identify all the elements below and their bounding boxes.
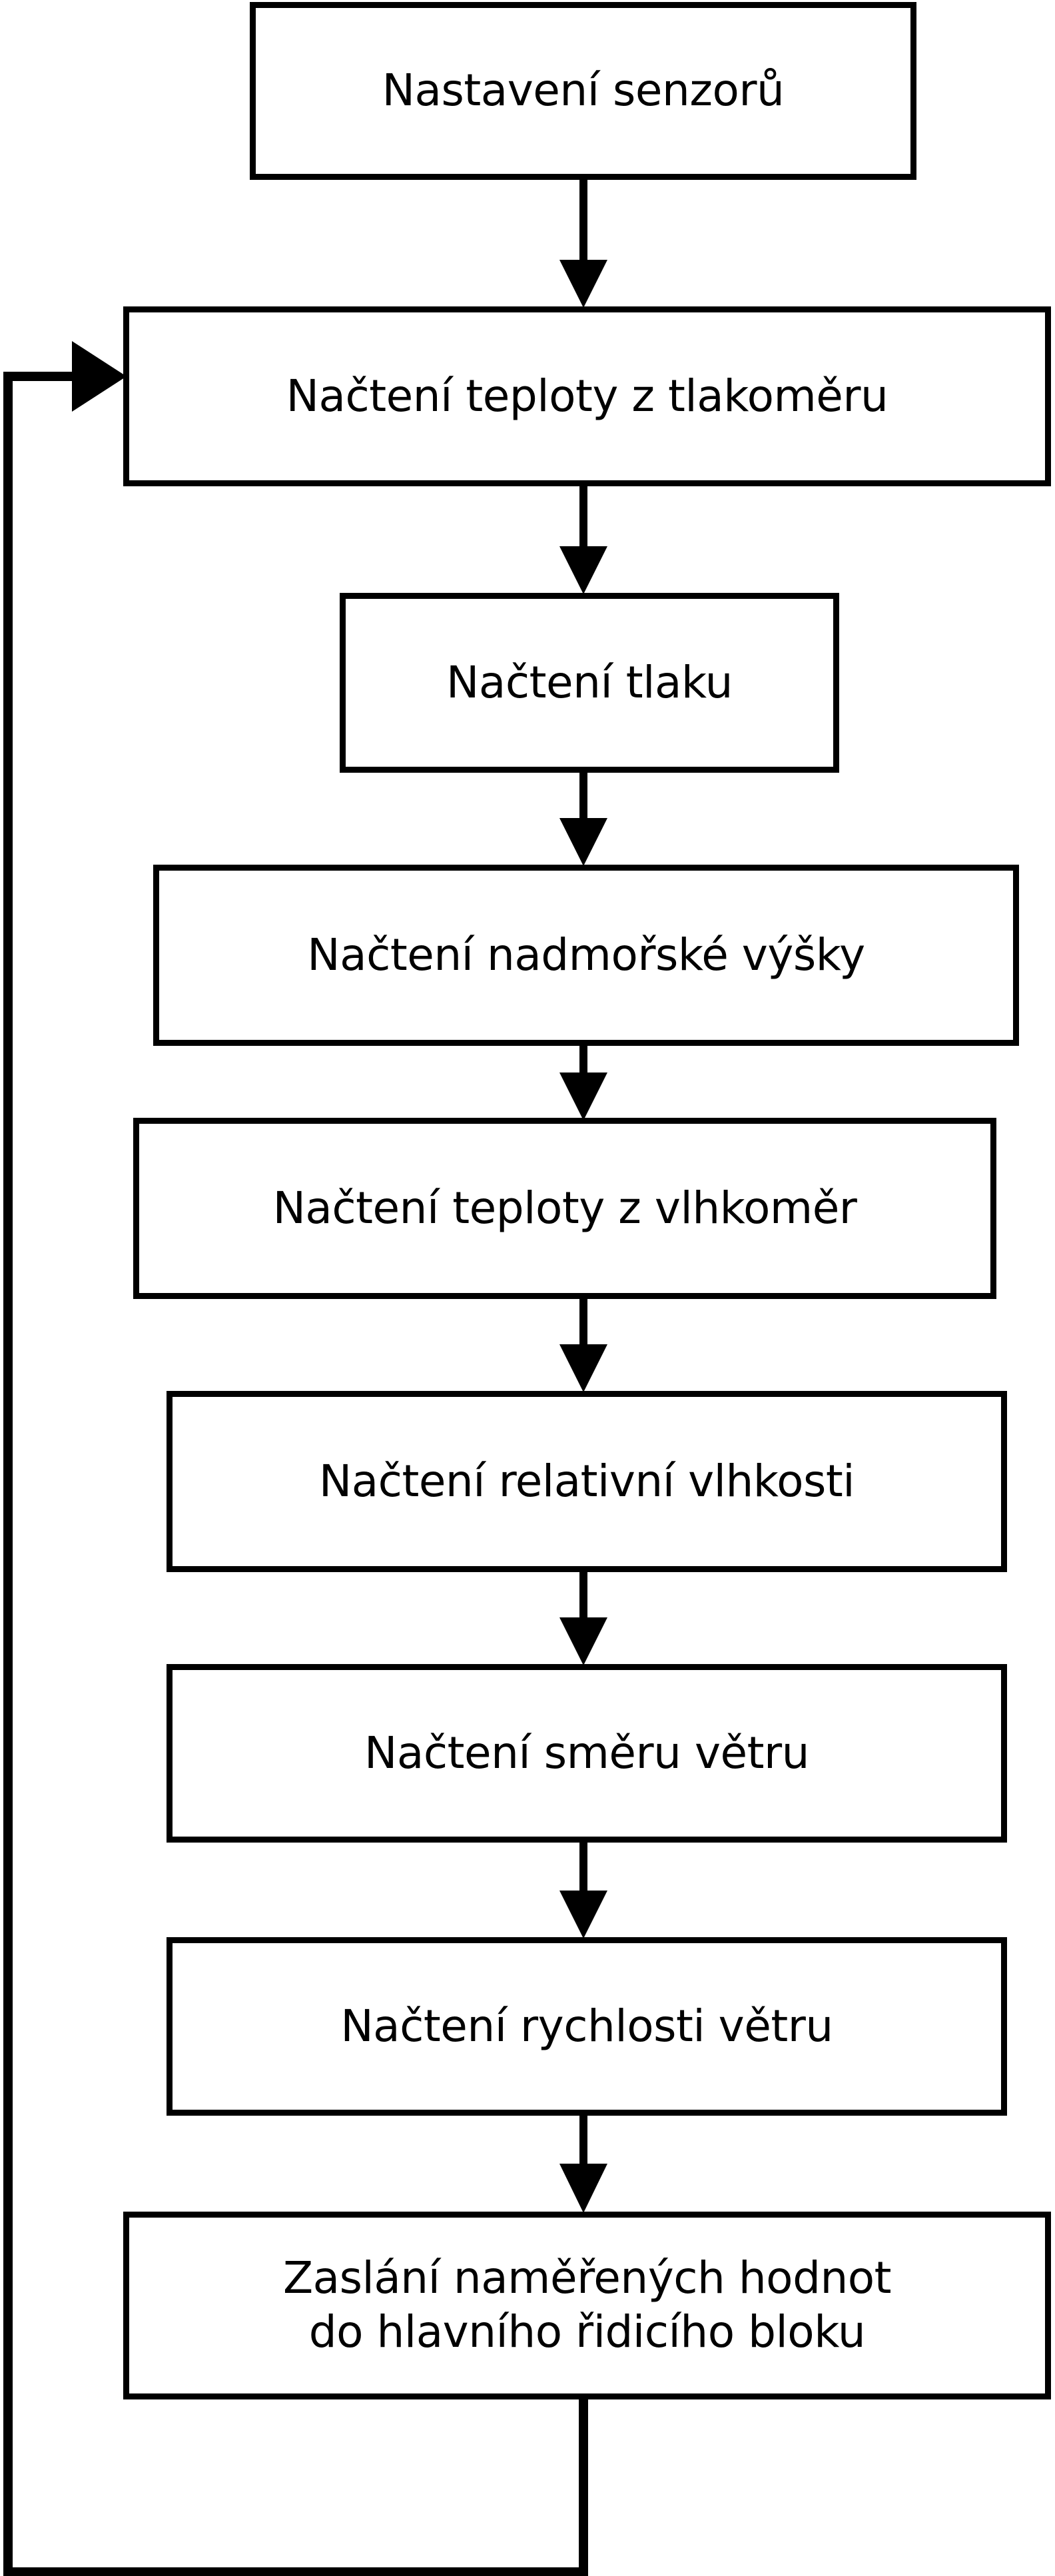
connector-feedback-loop [3,341,588,2576]
flow-node-zaslani-namerenych-hodnot[interactable]: Zaslání naměřených hodnot do hlavního ři… [123,2212,1051,2399]
flow-node-label: Načtení relativní vlhkosti [318,1455,855,1507]
flow-node-label: Načtení teploty z tlakoměru [286,370,888,422]
flow-node-label: Načtení tlaku [446,656,733,708]
flow-node-nacteni-tlaku[interactable]: Načtení tlaku [340,593,839,773]
connector-node3-to-node4 [559,773,607,866]
flow-node-nacteni-smeru-vetru[interactable]: Načtení směru větru [167,1664,1007,1843]
connector-node7-to-node8 [559,1843,607,1938]
flow-node-label: Načtení směru větru [364,1727,809,1779]
connector-node5-to-node6 [559,1299,607,1392]
connector-node8-to-node9 [559,2116,607,2213]
flow-node-nacteni-relativni-vlhkosti[interactable]: Načtení relativní vlhkosti [167,1391,1007,1572]
flow-node-label: Nastavení senzorů [382,65,785,117]
flow-node-nacteni-teploty-tlakomeru[interactable]: Načtení teploty z tlakoměru [123,306,1051,486]
flow-node-nacteni-rychlosti-vetru[interactable]: Načtení rychlosti větru [167,1937,1007,2116]
flow-node-label: Načtení rychlosti větru [340,2000,833,2052]
flow-node-label: Načtení teploty z vlhkoměr [272,1182,857,1234]
connector-node4-to-node5 [559,1046,607,1120]
flow-node-label: Načtení nadmořské výšky [307,929,865,981]
connector-node2-to-node3 [559,486,607,594]
flow-node-nacteni-nadmorske-vysky[interactable]: Načtení nadmořské výšky [153,865,1019,1046]
flow-node-nacteni-teploty-vlhkomeru[interactable]: Načtení teploty z vlhkoměr [133,1118,996,1299]
flow-node-nastaveni-senzoru[interactable]: Nastavení senzorů [250,2,916,180]
connector-node6-to-node7 [559,1572,607,1665]
connector-node1-to-node2 [559,180,607,308]
flow-node-label: Zaslání naměřených hodnot do hlavního ři… [282,2252,892,2358]
